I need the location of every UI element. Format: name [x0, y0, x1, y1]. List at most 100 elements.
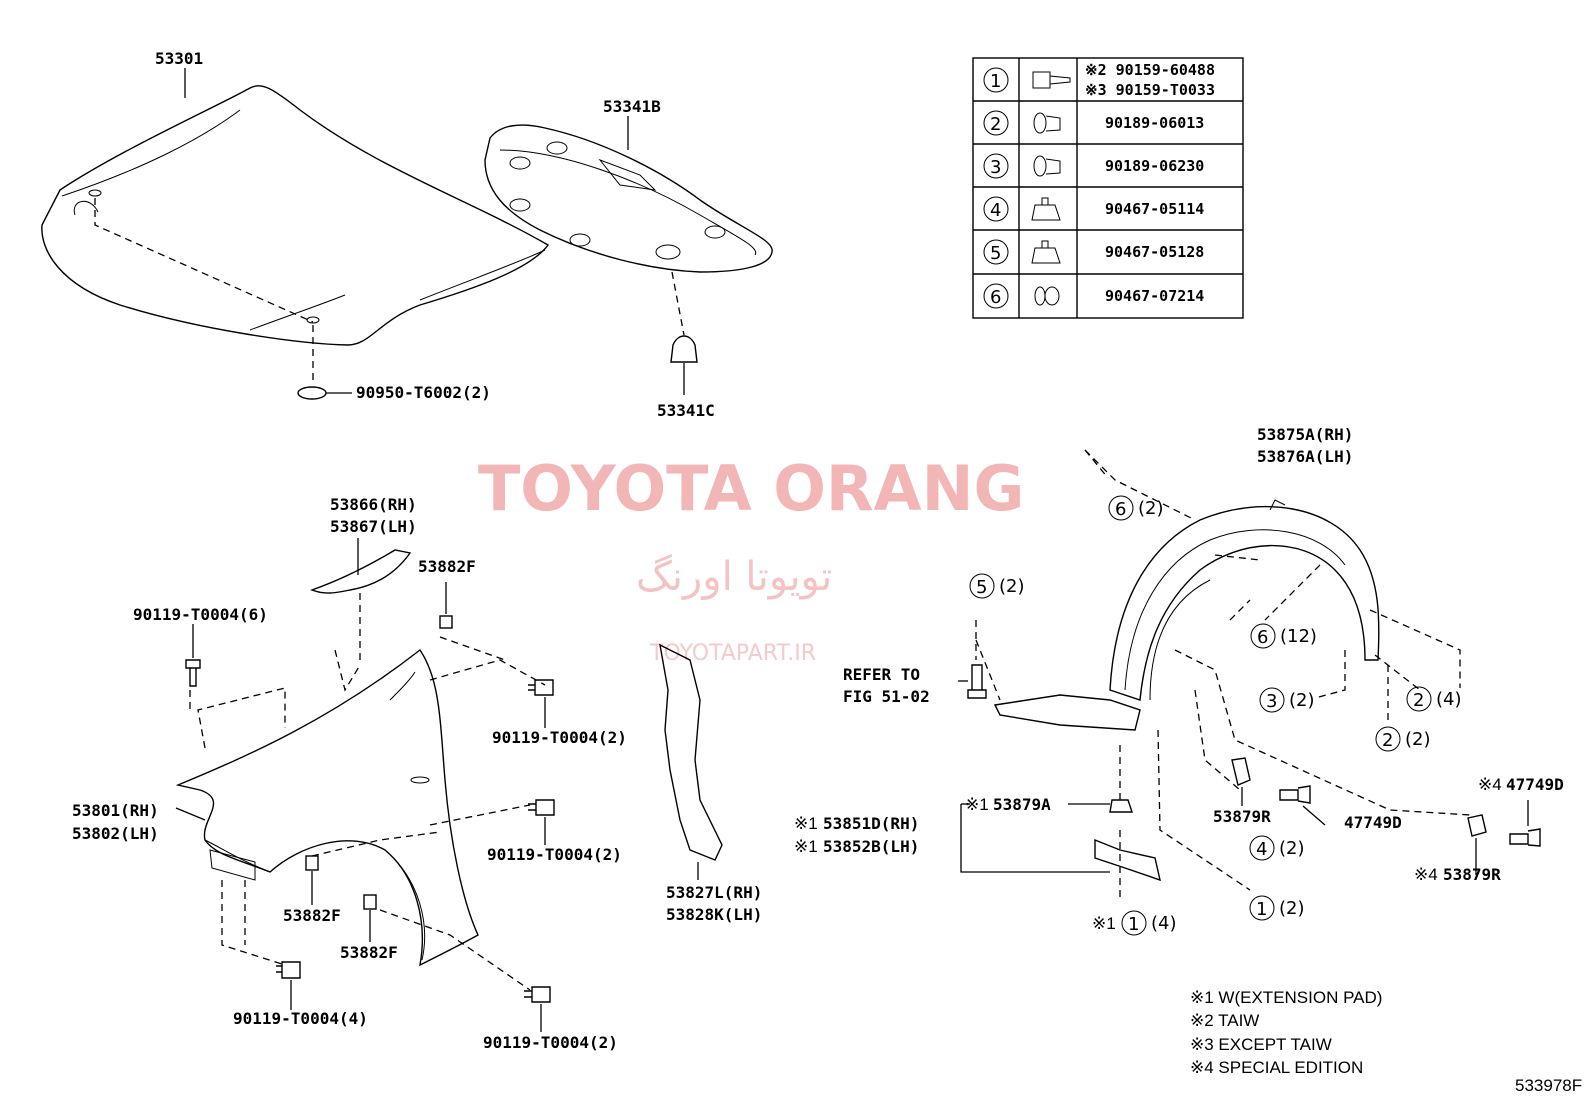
callout-6-top[interactable]: 6 (2)	[1108, 495, 1164, 521]
note-3: ※3 EXCEPT TAIW	[1190, 1035, 1332, 1054]
fender-seal-top-shape[interactable]	[309, 549, 412, 594]
pad-lh-label: 53852B(LH)	[823, 837, 919, 856]
note-2: ※2 TAIW	[1190, 1011, 1259, 1030]
hood-cushion-shape[interactable]	[297, 386, 327, 400]
fender-lh-label: 53802(LH)	[72, 824, 159, 843]
fender-seal-rh-label: 53827L(RH)	[666, 883, 762, 902]
nut-top-icon[interactable]	[439, 615, 453, 629]
insulator-clip-shape[interactable]	[670, 335, 698, 363]
retainer-53879r-label: 53879R	[1213, 807, 1271, 826]
svg-text:(4): (4)	[1436, 689, 1462, 710]
svg-text:3: 3	[1266, 691, 1277, 712]
bolt-bottom-left-icon[interactable]	[276, 961, 301, 979]
figure-code: 533978F	[1515, 1076, 1582, 1095]
nut-top-label: 53882F	[418, 557, 476, 576]
table-num-1: 1	[990, 71, 1001, 92]
bolt-right-1-label: 90119-T0004(2)	[492, 728, 627, 747]
table-part-1b: ※3 90159-T0033	[1085, 81, 1215, 99]
clip-47749d-label: 47749D	[1344, 813, 1402, 832]
table-part-5: 90467-05128	[1105, 243, 1204, 261]
note-1: ※1 W(EXTENSION PAD)	[1190, 988, 1382, 1007]
mark-1-pad-lh: ※1	[794, 837, 818, 856]
hood-insulator-label: 53341B	[603, 97, 661, 116]
hood-insulator-drawing[interactable]	[484, 124, 773, 273]
mark-4-clip: ※4	[1478, 775, 1502, 794]
watermark-title: TOYOTA ORANG	[478, 452, 1024, 525]
liner-rh-label: 53875A(RH)	[1257, 425, 1353, 444]
svg-text:(2): (2)	[1279, 898, 1305, 919]
bolt-right-2-icon[interactable]	[528, 799, 555, 816]
clip-icon	[1033, 155, 1061, 177]
svg-text:5: 5	[976, 577, 987, 598]
svg-text:(4): (4)	[1151, 913, 1177, 934]
svg-text:1: 1	[1256, 899, 1267, 920]
seal-lh-label: 53867(LH)	[330, 517, 417, 536]
note-4: ※4 SPECIAL EDITION	[1190, 1058, 1363, 1077]
callout-1-b[interactable]: ※1 1 (4)	[1092, 910, 1177, 936]
watermark-persian: تویوتا اورنگ	[636, 554, 832, 600]
mark-1-pad: ※1	[794, 814, 818, 833]
table-num-4: 4	[990, 200, 1001, 221]
nut-low-icon[interactable]	[363, 894, 377, 910]
fender-side-seal-shape[interactable]	[659, 643, 723, 861]
svg-text:1: 1	[1128, 914, 1139, 935]
clip-47749d-icon[interactable]	[1279, 785, 1311, 804]
bolt-bottom-left-label: 90119-T0004(4)	[233, 1009, 368, 1028]
bolt-bottom-right-label: 90119-T0004(2)	[483, 1033, 618, 1052]
svg-text:(2): (2)	[1289, 690, 1315, 711]
mark-4-retainer: ※4	[1414, 865, 1438, 884]
svg-text:※1: ※1	[1092, 914, 1116, 933]
screw-grommet-icon	[1032, 71, 1071, 89]
front-fender-drawing[interactable]	[175, 648, 479, 967]
extension-pad-icon[interactable]	[1094, 838, 1161, 882]
clip-47749d-se-label: 47749D	[1506, 775, 1564, 794]
nut-low-label: 53882F	[340, 943, 398, 962]
clip-47749d-se-icon[interactable]	[1509, 828, 1541, 847]
table-part-3: 90189-06230	[1105, 157, 1204, 175]
callout-4[interactable]: 4 (2)	[1249, 835, 1305, 861]
table-num-3: 3	[990, 157, 1001, 178]
retainer-53879r-icon[interactable]	[1231, 757, 1251, 786]
callout-5[interactable]: 5 (2)	[969, 573, 1025, 599]
insulator-clip-label: 53341C	[657, 401, 715, 420]
nut-clip-icon	[1031, 240, 1061, 264]
retainer-53879r-se-icon[interactable]	[1467, 814, 1487, 837]
bolt-top-left-label: 90119-T0004(6)	[133, 605, 268, 624]
bolt-refer-icon[interactable]	[967, 664, 987, 699]
svg-text:2: 2	[1382, 730, 1393, 751]
svg-text:(2): (2)	[1405, 729, 1431, 750]
liner-lh-label: 53876A(LH)	[1257, 447, 1353, 466]
svg-text:(2): (2)	[1279, 838, 1305, 859]
bolt-top-left-icon[interactable]	[185, 659, 201, 687]
pad-rh-label: 53851D(RH)	[823, 814, 919, 833]
table-num-5: 5	[990, 243, 1001, 264]
wheel-liner-drawing[interactable]	[993, 499, 1380, 731]
table-num-6: 6	[990, 287, 1001, 308]
fender-seal-lh-label: 53828K(LH)	[666, 905, 762, 924]
callout-2-b[interactable]: 2 (2)	[1375, 726, 1431, 752]
fender-rh-label: 53801(RH)	[72, 801, 159, 820]
bolt-right-2-label: 90119-T0004(2)	[487, 845, 622, 864]
refer-label-1: REFER TO	[843, 665, 920, 684]
hood-part-label: 53301	[155, 49, 203, 68]
table-part-2: 90189-06013	[1105, 114, 1204, 132]
callout-1-a[interactable]: 1 (2)	[1249, 895, 1305, 921]
table-part-6: 90467-07214	[1105, 287, 1204, 305]
svg-text:(2): (2)	[1138, 498, 1164, 519]
svg-text:6: 6	[1115, 499, 1126, 520]
fastener-table: 1 ※2 90159-60488 ※3 90159-T0033 2 90189-…	[972, 57, 1244, 319]
refer-label-2: FIG 51-02	[843, 687, 930, 706]
bolt-bottom-right-icon[interactable]	[524, 986, 551, 1003]
nut-mid-icon[interactable]	[305, 855, 319, 871]
clip-53879a-label: 53879A	[993, 795, 1051, 814]
hood-drawing[interactable]	[41, 85, 550, 346]
table-part-4: 90467-05114	[1105, 200, 1204, 218]
bolt-right-1-icon[interactable]	[528, 679, 554, 696]
retainer-53879r-se-label: 53879R	[1443, 865, 1501, 884]
hood-cushion-label: 90950-T6002(2)	[356, 383, 491, 402]
callout-6-liner[interactable]: 6 (12)	[1250, 623, 1317, 649]
callout-3[interactable]: 3 (2)	[1259, 687, 1315, 713]
callout-2-a[interactable]: 2 (4)	[1406, 686, 1462, 712]
clip-53879a-icon[interactable]	[1109, 799, 1133, 813]
